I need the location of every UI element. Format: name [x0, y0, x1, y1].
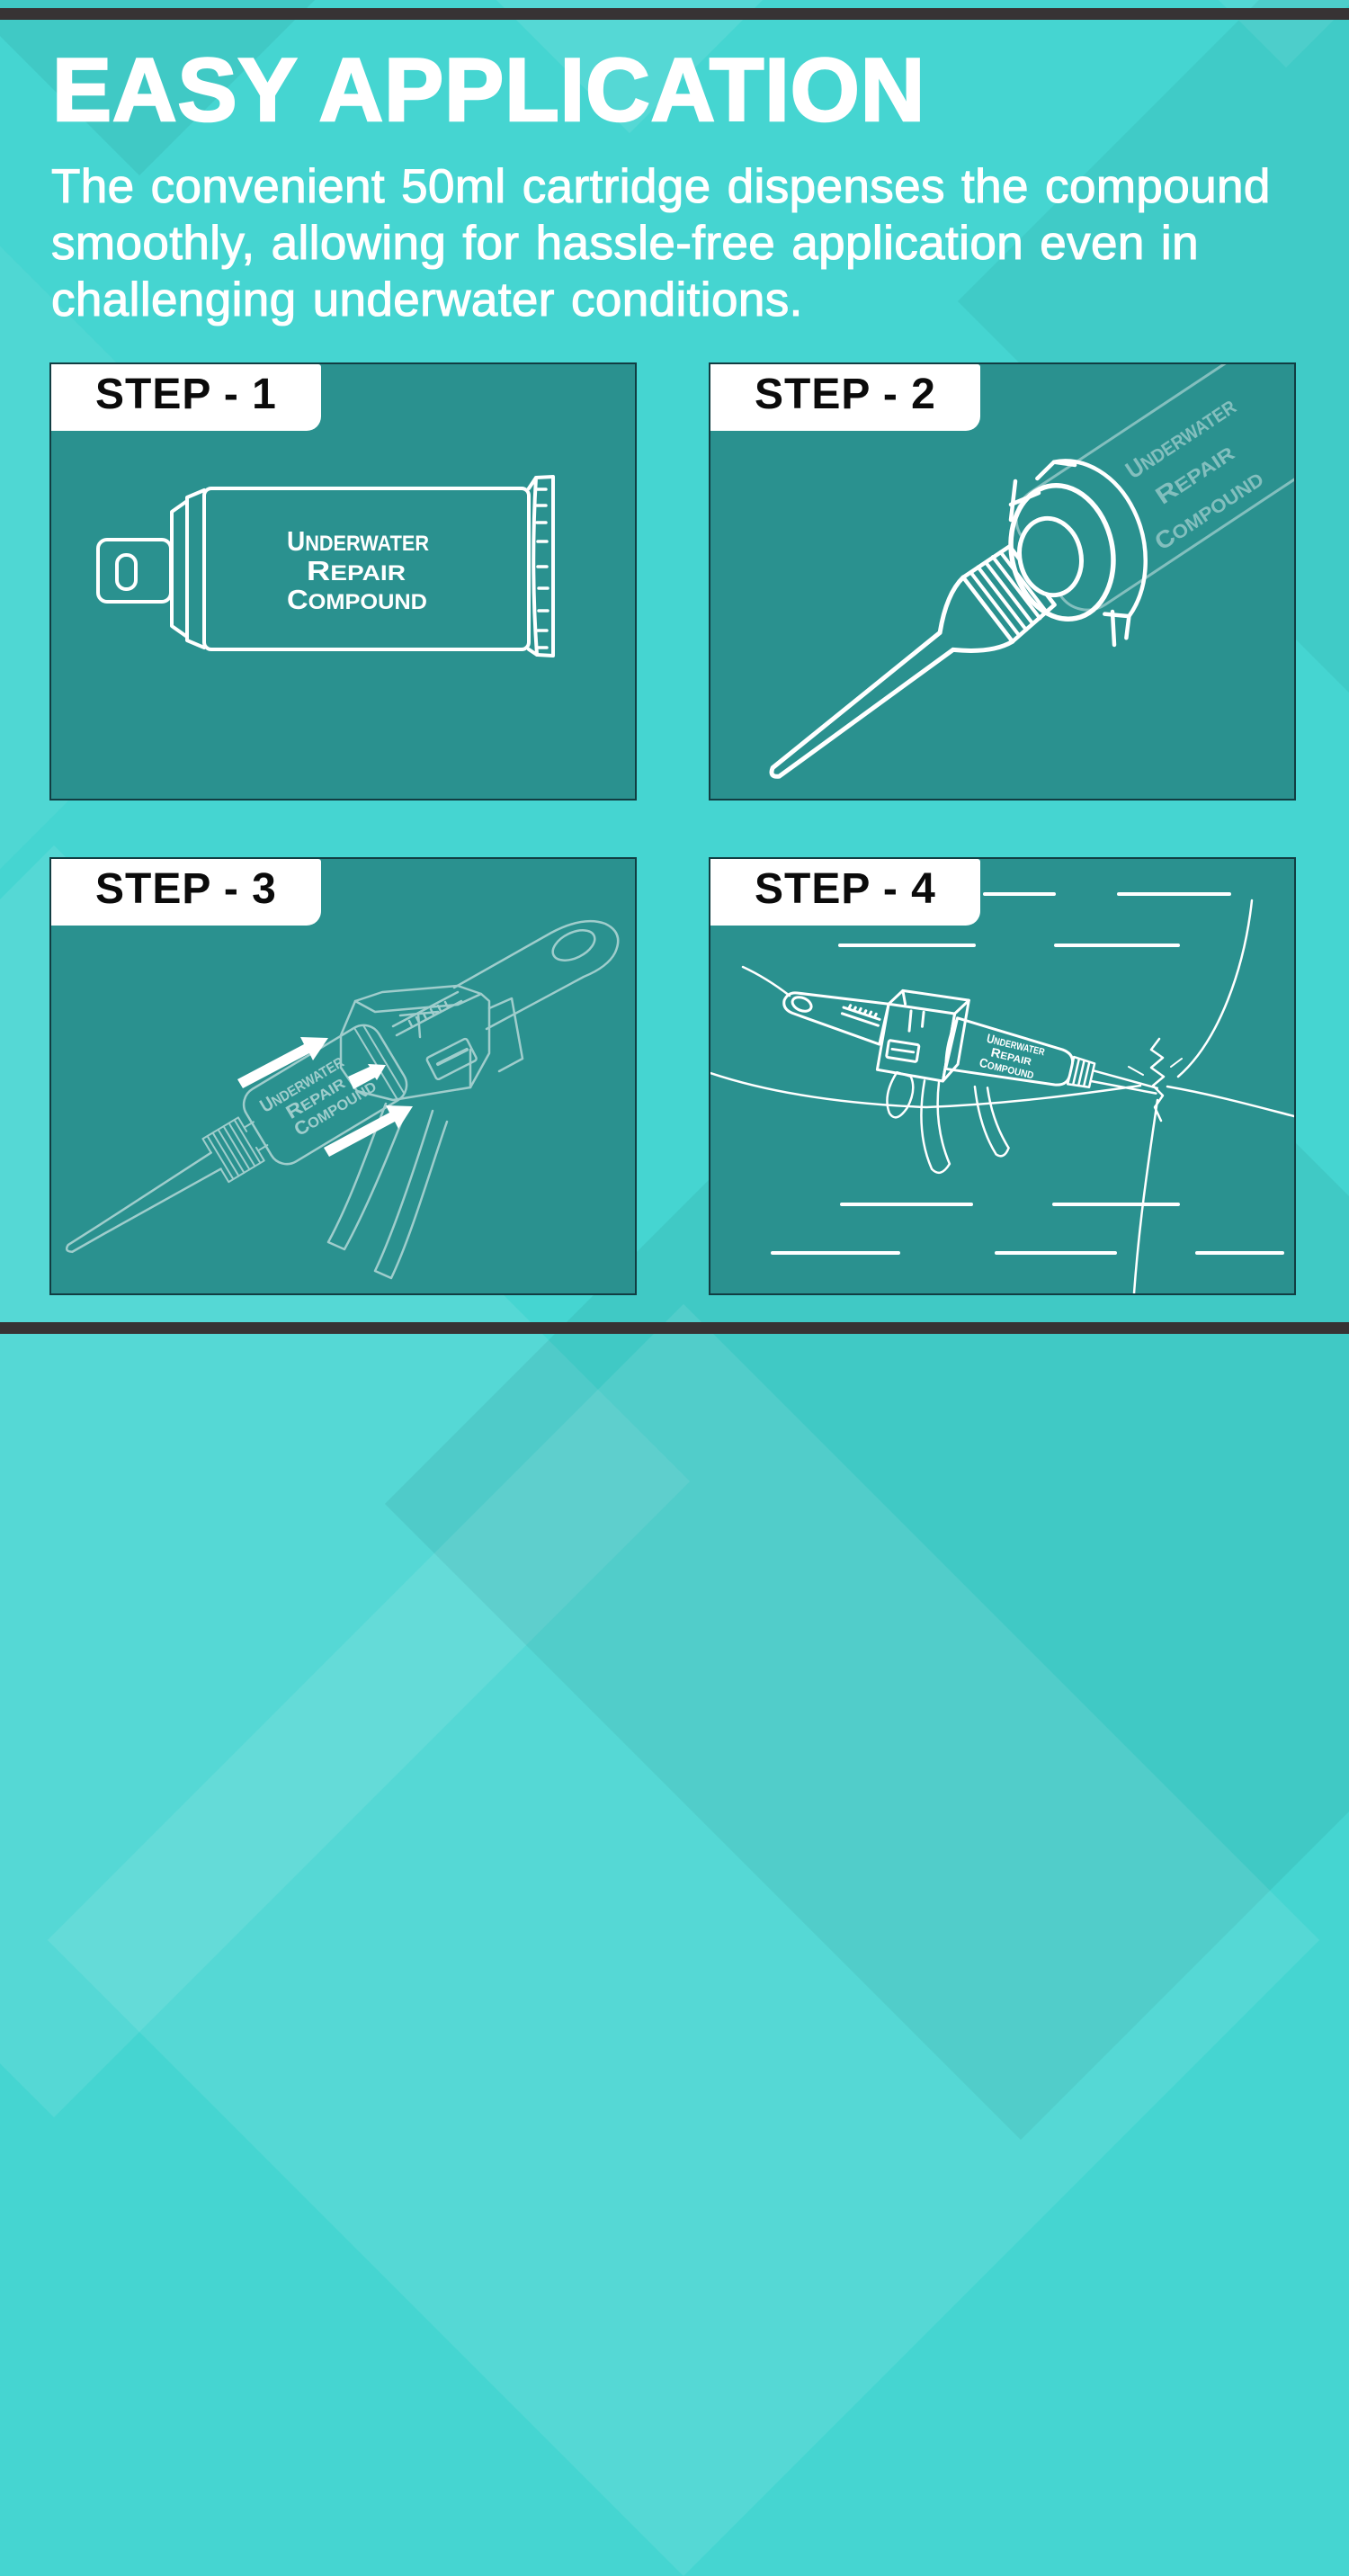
- svg-text:COMPOUND: COMPOUND: [287, 584, 427, 615]
- svg-text:UNDERWATER: UNDERWATER: [287, 525, 429, 557]
- svg-text:REPAIR: REPAIR: [307, 555, 406, 586]
